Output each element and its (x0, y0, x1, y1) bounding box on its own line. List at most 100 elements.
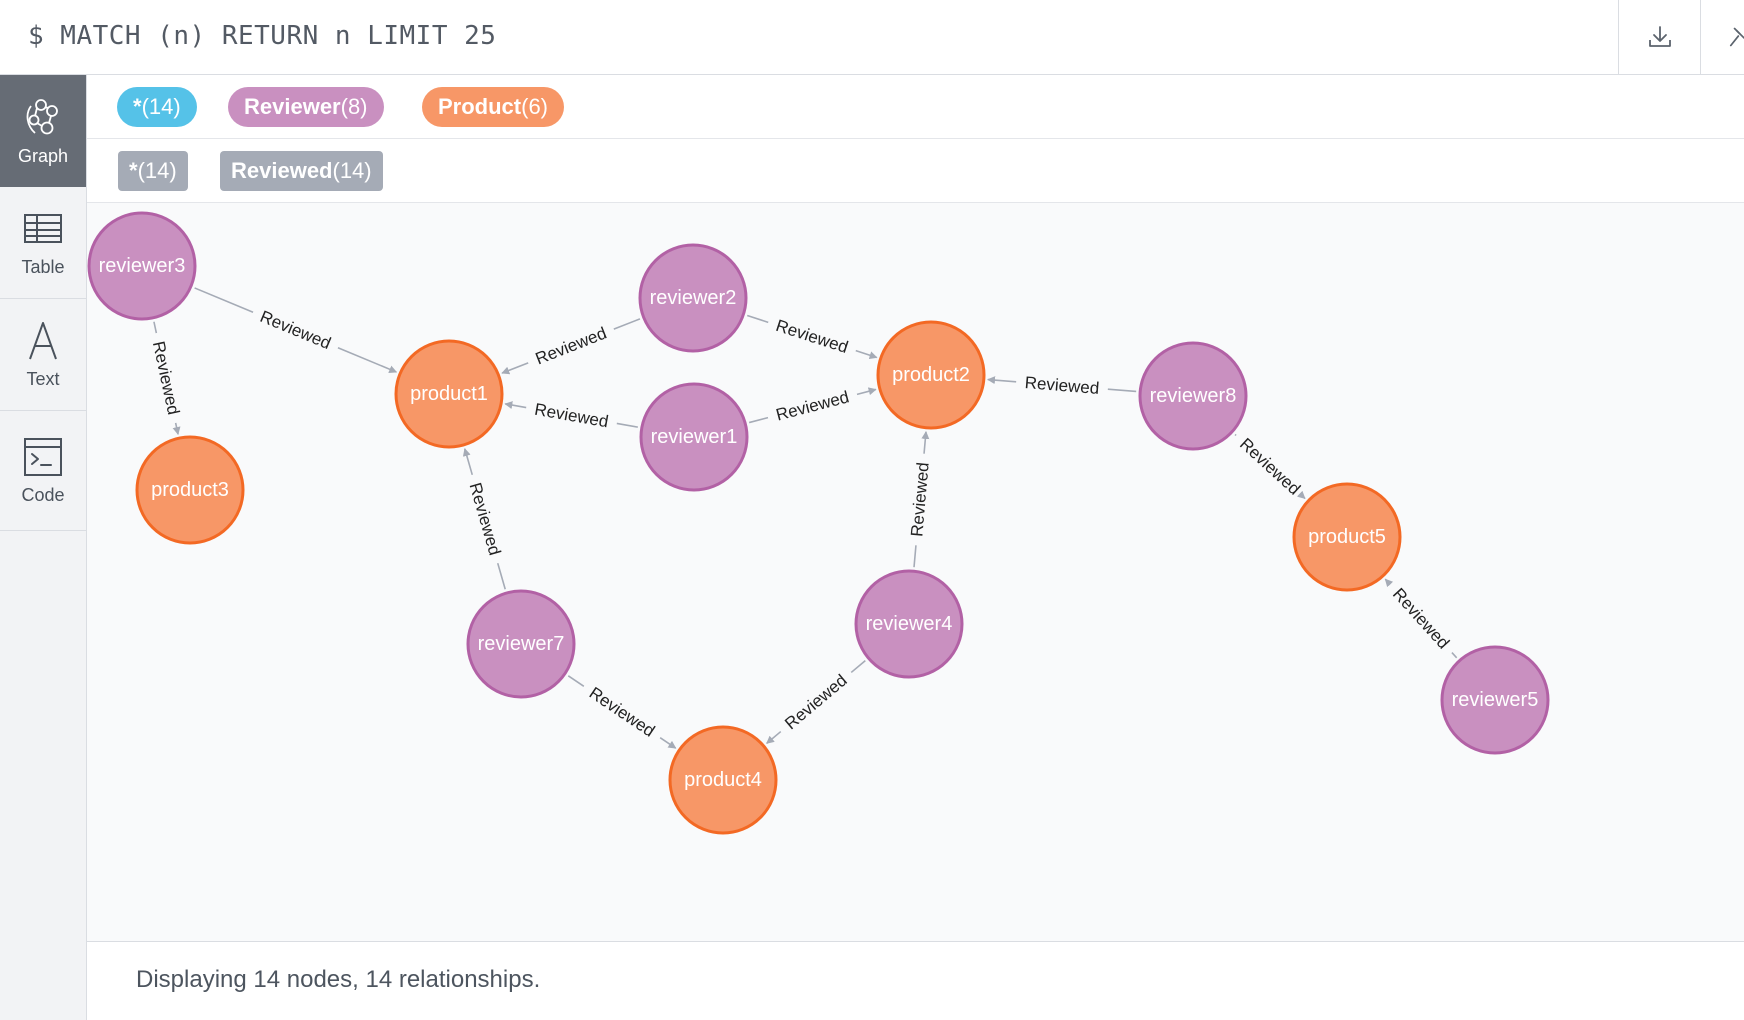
legend-node-all[interactable]: *(14) (117, 87, 197, 127)
relationship-reviewer2-product2[interactable]: Reviewed (746, 314, 878, 360)
node-product2[interactable]: product2 (876, 320, 986, 430)
pin-button[interactable] (1700, 0, 1744, 74)
node-reviewer2[interactable]: reviewer2 (638, 243, 748, 353)
relationship-arrow[interactable] (766, 730, 782, 744)
node-label: reviewer4 (866, 613, 953, 635)
relationship-reviewer3-product1[interactable]: Reviewed (194, 287, 398, 373)
relationship-label: Reviewed (1236, 434, 1304, 498)
relationship-reviewer1-product2[interactable]: Reviewed (748, 387, 877, 425)
reviewer-node-circle[interactable] (639, 382, 749, 492)
relationship-reviewer5-product5[interactable]: Reviewed (1384, 578, 1458, 659)
node-product4[interactable]: product4 (668, 725, 778, 835)
sidebar-item-label: Graph (17, 145, 69, 166)
legend-node-product[interactable]: Product(6) (422, 87, 565, 127)
product-node-circle[interactable] (668, 725, 778, 835)
sidebar-item-table[interactable]: Table (0, 187, 86, 299)
relationship-arrow[interactable] (462, 448, 474, 476)
relationship-arrow[interactable] (337, 346, 398, 373)
reviewer-node-circle[interactable] (638, 243, 748, 353)
relationship-reviewer2-product1[interactable]: Reviewed (501, 318, 641, 375)
relationship-line[interactable] (613, 318, 641, 330)
node-reviewer1[interactable]: reviewer1 (639, 382, 749, 492)
relationship-line[interactable] (1107, 388, 1137, 393)
relationship-line[interactable] (194, 287, 254, 314)
relationship-arrow[interactable] (855, 349, 878, 360)
node-label: product4 (684, 769, 762, 791)
sidebar-item-graph[interactable]: Graph (0, 75, 86, 187)
relationship-line[interactable] (913, 545, 917, 568)
reviewer-node-circle[interactable] (466, 589, 576, 699)
relationship-label: Reviewed (1389, 584, 1453, 652)
sidebar-item-label: Text (26, 369, 60, 389)
relationship-arrow[interactable] (504, 401, 527, 410)
legend-count: (14) (332, 158, 372, 183)
relationship-label: Reviewed (149, 340, 183, 417)
relationship-arrow[interactable] (172, 422, 181, 436)
node-label: reviewer8 (1150, 385, 1237, 407)
query-text[interactable]: $ MATCH (n) RETURN n LIMIT 25 (28, 21, 497, 51)
relationship-arrow[interactable] (501, 362, 529, 375)
node-reviewer5[interactable]: reviewer5 (1440, 645, 1550, 755)
relationship-reviewer1-product1[interactable]: Reviewed (504, 400, 638, 432)
reviewer-node-circle[interactable] (854, 569, 964, 679)
relationship-reviewer8-product5[interactable]: Reviewed (1234, 433, 1306, 500)
relationship-arrow[interactable] (856, 387, 877, 396)
node-reviewer3[interactable]: reviewer3 (87, 211, 197, 321)
relationship-reviewer4-product2[interactable]: Reviewed (907, 430, 933, 568)
relationship-line[interactable] (567, 675, 585, 687)
relationship-label: Reviewed (257, 307, 333, 353)
reviewer-node-circle[interactable] (1440, 645, 1550, 755)
node-product3[interactable]: product3 (135, 435, 245, 545)
legend-rel-reviewed[interactable]: Reviewed(14) (220, 151, 383, 191)
download-button[interactable] (1618, 0, 1701, 74)
legend-rel-all[interactable]: *(14) (118, 151, 188, 191)
relationship-line[interactable] (153, 321, 158, 334)
relationship-line[interactable] (496, 562, 506, 590)
relationship-line[interactable] (1451, 652, 1458, 659)
relationship-reviewer3-product3[interactable]: Reviewed (149, 321, 183, 436)
relationship-label: Reviewed (907, 461, 932, 537)
product-node-circle[interactable] (135, 435, 245, 545)
sidebar-item-text[interactable]: Text (0, 299, 86, 411)
node-label: reviewer3 (99, 255, 186, 277)
relationship-line[interactable] (850, 660, 866, 674)
node-product1[interactable]: product1 (394, 339, 504, 449)
relationship-arrow[interactable] (987, 376, 1017, 385)
relationship-legend: *(14) Reviewed(14) (87, 139, 1744, 203)
node-reviewer8[interactable]: reviewer8 (1138, 341, 1248, 451)
product-node-circle[interactable] (1292, 482, 1402, 592)
node-label: reviewer1 (651, 426, 738, 448)
legend-node-reviewer[interactable]: Reviewer(8) (228, 87, 384, 127)
relationship-reviewer4-product4[interactable]: Reviewed (766, 660, 866, 744)
node-label: product2 (892, 364, 970, 386)
relationship-line[interactable] (1234, 433, 1237, 437)
relationship-reviewer8-product2[interactable]: Reviewed (987, 373, 1137, 398)
node-label: reviewer2 (650, 287, 737, 309)
relationship-label: Reviewed (466, 481, 505, 558)
relationship-label: Reviewed (533, 323, 609, 368)
node-label: reviewer5 (1452, 689, 1539, 711)
relationship-line[interactable] (748, 416, 769, 424)
relationship-arrow[interactable] (1384, 578, 1394, 588)
node-product5[interactable]: product5 (1292, 482, 1402, 592)
reviewer-node-circle[interactable] (1138, 341, 1248, 451)
relationship-reviewer7-product4[interactable]: Reviewed (567, 675, 677, 749)
product-node-circle[interactable] (394, 339, 504, 449)
relationship-arrow[interactable] (921, 430, 930, 454)
relationship-arrow[interactable] (1296, 490, 1306, 500)
relationship-reviewer7-product1[interactable]: Reviewed (462, 448, 506, 590)
node-reviewer4[interactable]: reviewer4 (854, 569, 964, 679)
reviewer-node-circle[interactable] (87, 211, 197, 321)
sidebar-item-code[interactable]: Code (0, 411, 86, 531)
sidebar-item-label: Code (21, 485, 65, 505)
legend-count: (8) (340, 94, 368, 119)
relationship-line[interactable] (746, 314, 769, 324)
pin-icon (1729, 27, 1744, 47)
relationship-line[interactable] (616, 422, 638, 428)
product-node-circle[interactable] (876, 320, 986, 430)
relationship-arrow[interactable] (659, 737, 677, 749)
node-reviewer7[interactable]: reviewer7 (466, 589, 576, 699)
relationship-label: Reviewed (586, 683, 659, 740)
